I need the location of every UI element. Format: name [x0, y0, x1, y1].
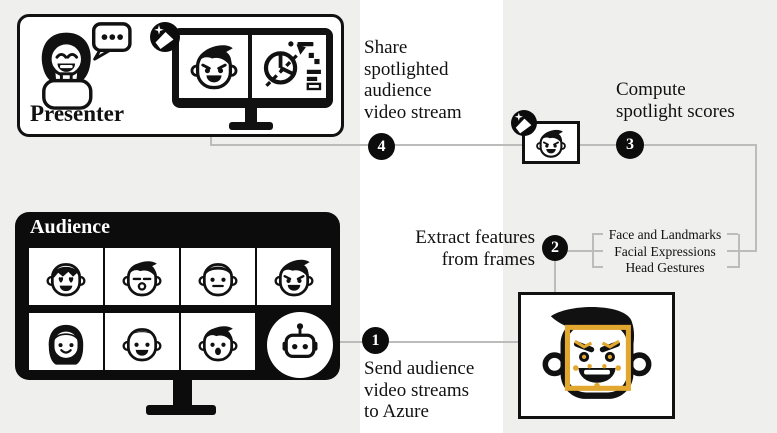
landmark-overlay [564, 324, 631, 391]
feature-list: Face and Landmarks Facial Expressions He… [598, 227, 732, 277]
presenter-monitor-base [229, 122, 273, 130]
connector-line [210, 144, 523, 146]
audience-tile [181, 313, 255, 370]
step-4-label: Share spotlighted audience video stream [364, 37, 462, 123]
connector-line [332, 341, 518, 343]
feature-item: Facial Expressions [614, 243, 716, 259]
presenter-monitor [172, 28, 333, 108]
presenter-woman-icon [41, 22, 132, 110]
spotlighted-face-icon [536, 129, 566, 158]
face-bored-icon [122, 260, 162, 296]
audience-tile-robot [267, 312, 333, 378]
face-excited-icon [274, 259, 314, 296]
connector-line [755, 144, 757, 251]
face-smile-icon [122, 327, 162, 361]
feature-item: Face and Landmarks [608, 227, 722, 242]
audience-tile [105, 313, 179, 370]
face-girl-smile-icon [48, 324, 84, 365]
robot-icon [282, 323, 318, 358]
presenter-monitor-stand [245, 108, 257, 124]
step-2-label: Extract features from frames [415, 227, 535, 270]
spotlight-badge-icon [511, 110, 537, 136]
face-heart-eyes-icon [46, 262, 86, 296]
presenter-label: Presenter [30, 101, 125, 126]
step-1-label: Send audience video streams to Azure [364, 358, 475, 422]
audience-monitor-stand [173, 380, 192, 407]
bracket-left-stub [592, 233, 603, 235]
chart-icon [263, 41, 322, 91]
face-surprised-icon [198, 325, 238, 361]
bracket-left-stub [566, 250, 603, 252]
step-3-label: Compute spotlight scores [616, 79, 735, 122]
monitor-face-panel [179, 35, 248, 98]
audience-tile [181, 248, 255, 305]
connector-line [554, 260, 556, 292]
speech-bubble-icon [91, 22, 132, 61]
connector-line [579, 144, 757, 146]
spotlighted-face-icon [190, 45, 237, 90]
monitor-chart-panel [252, 35, 326, 98]
feature-item: Head Gestures [625, 260, 705, 275]
audience-monitor-base [146, 405, 216, 415]
face-landmarks-icon [542, 307, 651, 399]
bracket-right-stub [727, 233, 738, 235]
face-neutral-icon [198, 262, 238, 296]
audience-tile [257, 248, 331, 305]
audience-tile [29, 248, 103, 305]
audience-monitor: Audience [15, 212, 340, 380]
audience-label: Audience [30, 216, 110, 238]
step-4-badge: 4 [368, 133, 395, 160]
bracket-right-stub [727, 250, 757, 252]
bracket-right-stub [727, 266, 738, 268]
audience-tile [105, 248, 179, 305]
background-band [360, 0, 503, 433]
spotlight-badge-icon [150, 22, 180, 52]
bracket-left-stub [592, 266, 603, 268]
face-detection-box [518, 292, 675, 419]
step-1-badge: 1 [362, 327, 389, 354]
step-3-badge: 3 [616, 131, 644, 159]
step-2-badge: 2 [542, 235, 568, 261]
audience-tile [29, 313, 103, 370]
